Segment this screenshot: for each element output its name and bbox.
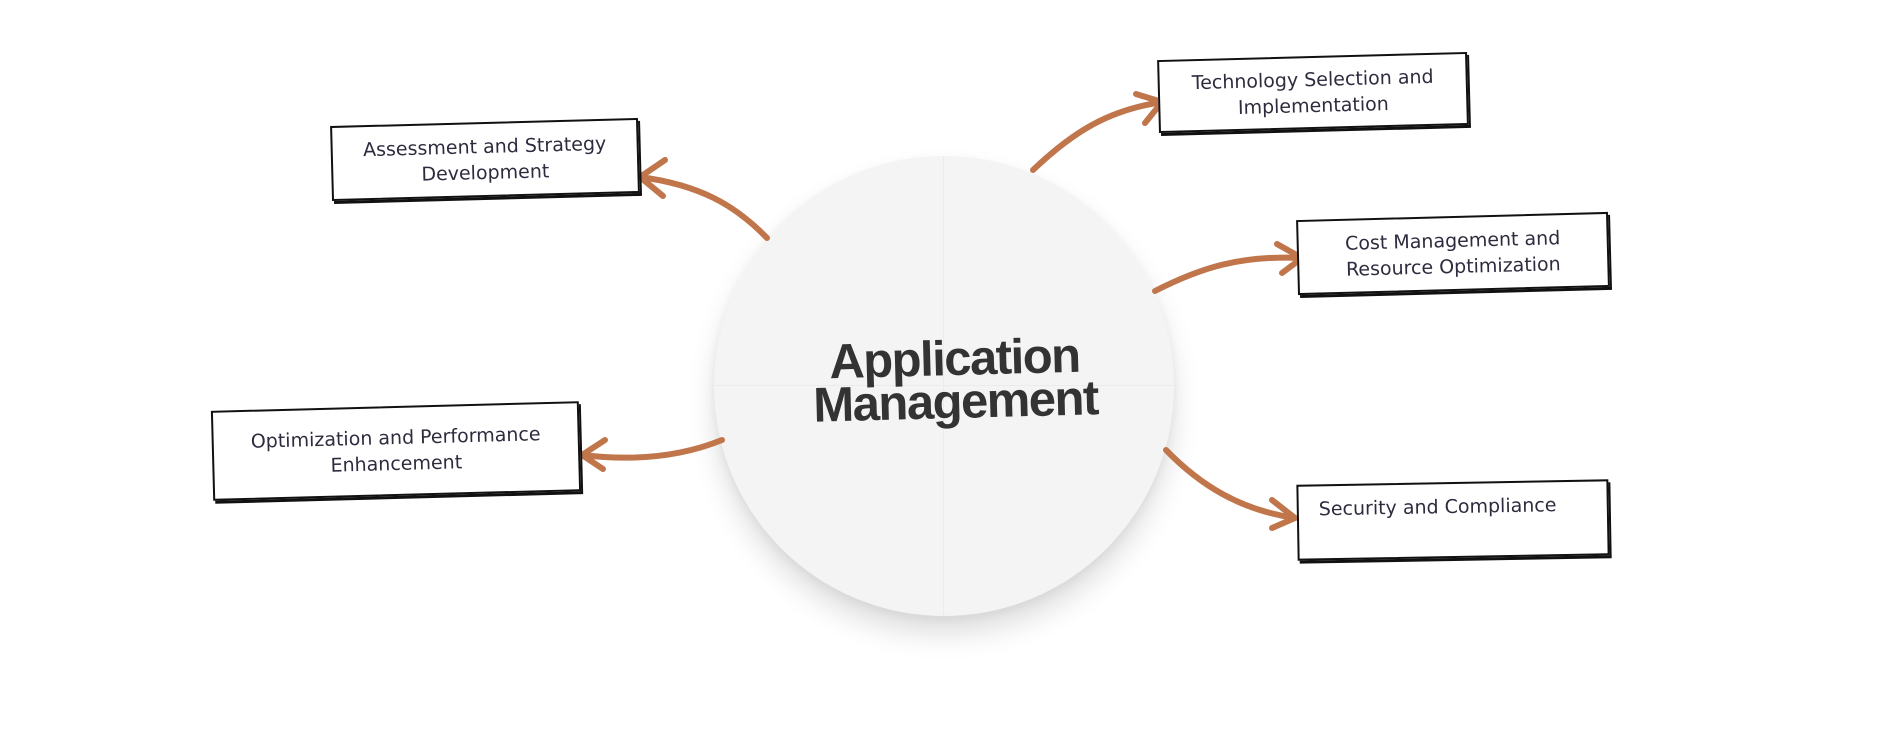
node-security-label: Security and Compliance — [1318, 494, 1557, 521]
arrow-to-assessment — [637, 157, 770, 241]
circle-divider-horizontal — [714, 385, 1174, 386]
node-optimization-performance: Optimization and Performance Enhancement — [210, 401, 582, 501]
node-technology-label: Technology Selection and Implementation — [1191, 65, 1434, 119]
node-assessment-and-strategy: Assessment and Strategy Development — [330, 117, 640, 202]
node-assessment-label: Assessment and Strategy Development — [362, 132, 607, 186]
node-technology-selection: Technology Selection and Implementation — [1157, 51, 1469, 134]
center-circle — [714, 156, 1174, 616]
arrow-to-security — [1163, 447, 1298, 531]
arrow-to-technology — [1030, 91, 1165, 173]
node-optimization-label: Optimization and Performance Enhancement — [250, 423, 541, 477]
arrow-to-cost — [1152, 241, 1305, 294]
node-cost-management: Cost Management and Resource Optimizatio… — [1296, 211, 1610, 296]
arrow-to-optimization — [579, 437, 725, 472]
node-cost-label: Cost Management and Resource Optimizatio… — [1344, 226, 1561, 281]
circle-divider-vertical — [943, 156, 944, 616]
node-security-compliance: Security and Compliance — [1296, 479, 1610, 561]
